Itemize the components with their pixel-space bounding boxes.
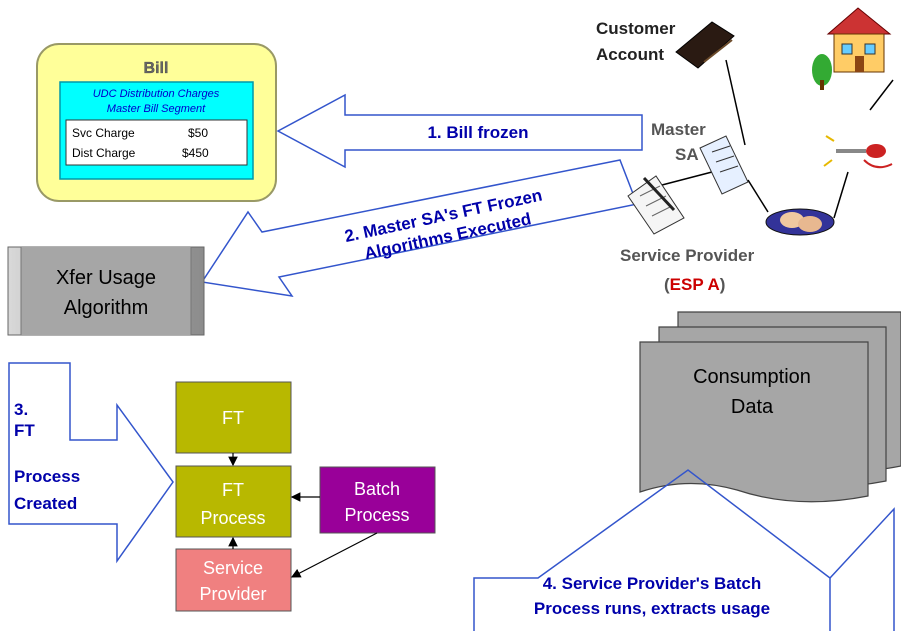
contract-document-icon <box>699 135 749 195</box>
dist-charge-value: $450 <box>182 146 209 160</box>
ft-process-label-line1: FT <box>222 480 244 500</box>
customer-account: Customer Account <box>596 19 735 69</box>
arrow-bill-frozen: 1. Bill frozen <box>276 93 643 169</box>
bill-document: Bill UDC Distribution Charges Master Bil… <box>36 43 277 202</box>
ft-label: FT <box>222 408 244 428</box>
batch-label-line2: Process <box>344 505 409 525</box>
step1-label: 1. Bill frozen <box>427 123 528 142</box>
sp-label-line2: Provider <box>199 584 266 604</box>
customer-label-line2: Account <box>596 45 664 64</box>
batch-to-sp-connector <box>290 532 378 578</box>
svc-charge-value: $50 <box>188 126 208 140</box>
segment-title-line2: Master Bill Segment <box>107 103 206 115</box>
ft-process-label-line2: Process <box>200 508 265 528</box>
esp-name: ESP A <box>670 275 720 294</box>
xfer-usage-algorithm-box: Xfer Usage Algorithm <box>7 246 205 336</box>
step3-label-line2: FT <box>14 421 35 440</box>
wallet-icon <box>675 21 735 69</box>
step3-label-line4: Created <box>14 494 77 513</box>
step3-label-line3: Process <box>14 467 80 486</box>
consumption-label-line1: Consumption <box>693 366 811 388</box>
sp-label-line1: Service <box>203 558 263 578</box>
master-sa-label-line1: Master <box>651 120 706 139</box>
segment-title-line1: UDC Distribution Charges <box>93 88 220 100</box>
esp-close-paren: ) <box>720 275 726 294</box>
xfer-label-line2: Algorithm <box>64 297 148 319</box>
house-icon <box>812 7 892 90</box>
service-provider-esp: Service Provider (ESP A) <box>620 246 755 294</box>
batch-process-box: Batch Process <box>319 466 436 534</box>
handshake-icon <box>765 208 835 236</box>
step4-label-line2: Process runs, extracts usage <box>534 599 770 618</box>
svg-text:(ESP A): (ESP A) <box>664 275 725 294</box>
ft-process-box: FT Process <box>175 465 292 538</box>
bill-title: Bill <box>144 60 169 77</box>
svc-charge-label: Svc Charge <box>72 126 135 140</box>
arrow-ft-process-created: 3. FT Process Created <box>8 362 174 564</box>
step3-label-line1: 3. <box>14 400 28 419</box>
esp-open-paren: ( <box>664 275 670 294</box>
dist-charge-label: Dist Charge <box>72 146 136 160</box>
batch-label-line1: Batch <box>354 479 400 499</box>
master-sa: Master SA <box>651 120 749 195</box>
ft-box: FT <box>175 381 292 454</box>
service-provider-label: Service Provider <box>620 246 755 265</box>
master-bill-segment: UDC Distribution Charges Master Bill Seg… <box>59 81 254 180</box>
meter-plug-icon <box>823 135 893 169</box>
xfer-label-line1: Xfer Usage <box>56 267 156 289</box>
consumption-data-documents: Consumption Data <box>639 311 901 503</box>
step4-label-line1: 4. Service Provider's Batch <box>543 574 762 593</box>
connector-lines <box>661 59 894 219</box>
arrow-batch-extracts-usage: 4. Service Provider's Batch Process runs… <box>473 469 895 631</box>
notepad-pen-icon <box>627 175 685 235</box>
customer-label-line1: Customer <box>596 19 676 38</box>
master-sa-label-line2: SA <box>675 145 699 164</box>
consumption-label-line2: Data <box>731 396 774 418</box>
service-provider-box: Service Provider <box>175 548 292 612</box>
